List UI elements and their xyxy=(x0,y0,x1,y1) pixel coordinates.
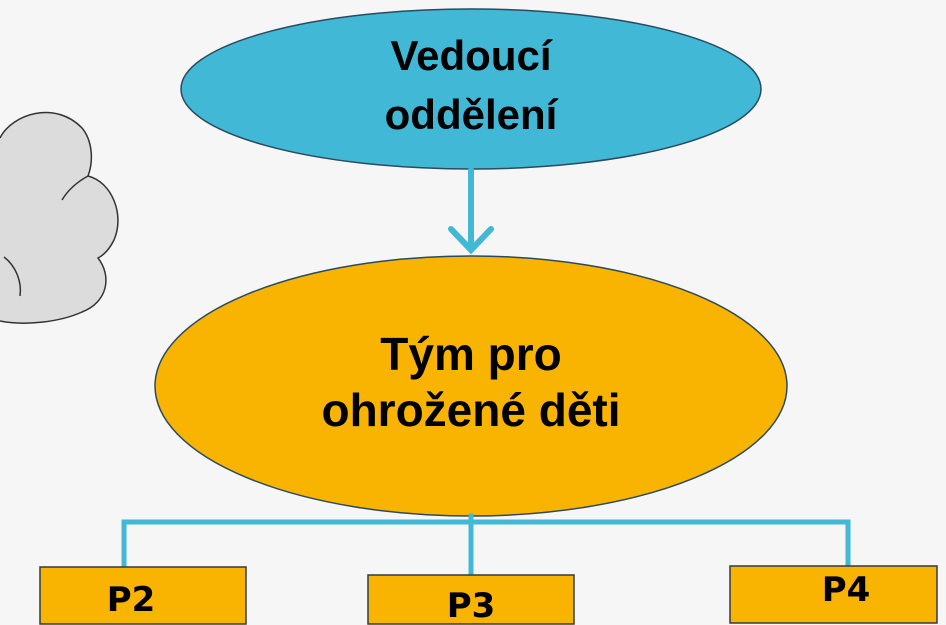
middle-node-label-line-1: Tým pro xyxy=(380,328,561,380)
cloud-shape xyxy=(0,111,119,324)
cloud-inner-arc xyxy=(61,175,89,201)
child-node-p4: P4 xyxy=(729,565,938,624)
child-node-label: P4 xyxy=(822,570,871,610)
child-node-box xyxy=(367,574,575,625)
child-node-box xyxy=(39,566,247,625)
node-tym-pro-ohrozene-deti: Tým pro ohrožené děti xyxy=(154,255,788,517)
cloud-inner-arc xyxy=(3,256,22,297)
child-node-p3: P3 xyxy=(367,574,575,625)
down-arrow-head xyxy=(448,226,494,255)
child-node-p2: P2 xyxy=(39,566,247,625)
middle-node-label-line-2: ohrožené děti xyxy=(321,384,620,436)
child-node-box xyxy=(729,565,938,624)
child-node-label: P2 xyxy=(107,580,156,620)
top-node-label-line-1: Vedoucí xyxy=(390,32,552,79)
top-node-label-line-2: oddělení xyxy=(385,91,559,138)
down-arrow xyxy=(448,167,494,255)
child-node-label: P3 xyxy=(447,586,496,625)
cloud-outline xyxy=(0,111,119,324)
connector-lines xyxy=(121,513,851,577)
cloud-fill xyxy=(0,112,118,324)
node-vedouci-oddeleni: Vedoucí oddělení xyxy=(180,8,762,170)
